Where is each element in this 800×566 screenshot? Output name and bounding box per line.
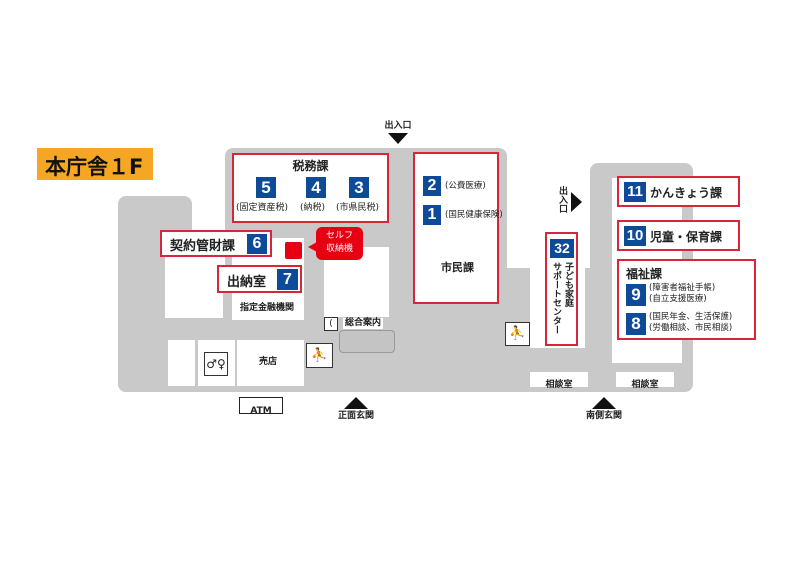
north-entrance-label: 出入口 (384, 121, 412, 131)
counter-32-badge: 32 (550, 239, 574, 258)
counter-11-badge: 11 (624, 182, 646, 202)
counter-5-desc: (固定資産税) (236, 203, 289, 213)
shop[interactable]: 売店 (237, 340, 304, 386)
contract-division-room[interactable]: 契約管財課 6 (160, 230, 272, 257)
counter-6-badge: 6 (247, 234, 267, 254)
restroom-icon: ♂♀ (204, 352, 228, 376)
counter-4[interactable]: 4 (306, 177, 326, 198)
welfare-division-room[interactable]: 福祉課 9 (障害者福祉手帳) (自立支援医療) 8 (国民年金、生活保護) (… (617, 259, 756, 340)
main-entrance[interactable]: 正面玄関 (331, 397, 381, 422)
self-payment-machine-marker[interactable] (285, 242, 302, 259)
east-entrance-label: 出入口 (557, 186, 567, 213)
counter-3[interactable]: 3 (349, 177, 369, 198)
counter-2-badge: 2 (423, 176, 441, 196)
stairs-icon[interactable]: ⛹ (306, 343, 333, 368)
information-desk[interactable] (339, 330, 395, 353)
welfare-division-title: 福祉課 (626, 267, 663, 281)
consult-room-2-label: 相談室 (631, 380, 659, 390)
childcare-division-title: 児童・保育課 (650, 230, 723, 244)
counter-10-badge: 10 (624, 226, 646, 246)
self-payment-line1: セルフ (325, 231, 353, 241)
child-support-line2: サポートセンター (551, 262, 561, 334)
cashier-room[interactable]: 出納室 7 (217, 265, 302, 293)
consult-room-1-label: 相談室 (545, 380, 573, 390)
consult-room-1[interactable]: 相談室 (530, 372, 588, 390)
counter-4-desc: (納税) (300, 203, 326, 213)
self-payment-callout-pointer (308, 242, 317, 252)
south-entrance-label: 南側玄関 (585, 411, 622, 421)
atm-label: ATM (250, 406, 272, 416)
main-entrance-arrow-icon (344, 397, 368, 409)
counter-3-badge: 3 (349, 177, 369, 198)
counter-1-badge: 1 (423, 205, 441, 225)
counter-5[interactable]: 5 (256, 177, 276, 198)
consult-room-2[interactable]: 相談室 (616, 372, 674, 390)
environment-division-room[interactable]: 11 かんきょう課 (617, 176, 740, 207)
information-desk-label: 総合案内 (343, 318, 384, 329)
stairs-icon[interactable]: ⛹ (505, 322, 530, 346)
counter-9-desc2: (自立支援医療) (649, 294, 707, 304)
childcare-division-room[interactable]: 10 児童・保育課 (617, 220, 740, 251)
south-entrance[interactable]: 南側玄関 (579, 397, 629, 422)
counter-9-desc1: (障害者福祉手帳) (649, 283, 716, 293)
shop-label: 売店 (259, 357, 278, 367)
child-support-line1: 子ども家庭 (563, 262, 573, 307)
counter-9-badge: 9 (626, 284, 646, 306)
counter-8-desc2: (労働相談、市民相談) (649, 323, 733, 333)
north-entrance-arrow-icon (388, 133, 408, 144)
room-shop-left (168, 340, 195, 386)
north-entrance[interactable]: 出入口 (383, 121, 413, 144)
citizens-division-title: 市民課 (441, 261, 474, 274)
designated-bank-label: 指定金融機関 (240, 303, 295, 313)
counter-2-desc: (公費医療) (445, 181, 486, 191)
contract-division-title: 契約管財課 (170, 239, 236, 254)
counter-8-badge: 8 (626, 313, 646, 335)
child-support-center-room[interactable]: 32 子ども家庭 サポートセンター (545, 232, 578, 346)
south-entrance-arrow-icon (592, 397, 616, 409)
atm[interactable]: ATM (239, 397, 283, 416)
counter-1-desc: (国民健康保険) (445, 210, 503, 220)
cashier-title: 出納室 (227, 275, 267, 290)
counter-3-desc: (市県民税) (336, 203, 380, 213)
counter-8-desc1: (国民年金、生活保護) (649, 312, 733, 322)
floor-label-text: 本庁舎１F (45, 155, 144, 179)
self-payment-line2: 収納機 (325, 244, 353, 254)
environment-division-title: かんきょう課 (650, 186, 723, 200)
floor-label: 本庁舎１F (37, 148, 153, 180)
east-entrance-arrow-icon (571, 192, 582, 212)
citizens-division-room[interactable]: 2 (公費医療) 1 (国民健康保険) 市民課 (413, 152, 503, 304)
tax-division-title: 税務課 (292, 159, 329, 173)
counter-5-badge: 5 (256, 177, 276, 198)
self-payment-callout: セルフ 収納機 (316, 227, 363, 260)
main-entrance-label: 正面玄関 (337, 411, 374, 421)
counter-4-badge: 4 (306, 177, 326, 198)
information-phone-icon: ( (324, 317, 338, 331)
tax-division-room[interactable]: 税務課 5 4 3 (固定資産税) (納税) (市県民税) (232, 153, 389, 223)
counter-7-badge: 7 (277, 269, 298, 290)
